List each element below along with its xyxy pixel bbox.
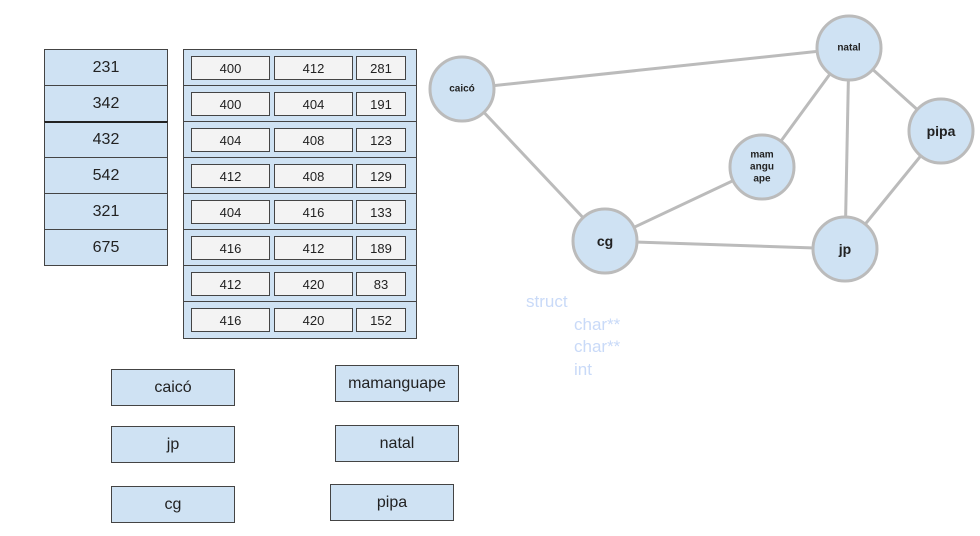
edge-cell: 416 (274, 200, 353, 224)
edge-row: 400 404 191 (184, 86, 416, 122)
graph-node-pipa: pipa (907, 97, 975, 165)
graph-edge-natal-jp (843, 47, 851, 250)
graph-node-label: jp (838, 241, 851, 257)
name-label: mamanguape (348, 374, 446, 392)
graph-node-natal: natal (815, 14, 883, 82)
edge-cell: 408 (274, 128, 353, 152)
graph-edge-caico-cg (460, 87, 607, 243)
edge-row: 404 416 133 (184, 194, 416, 230)
edge-row: 412 420 83 (184, 266, 416, 302)
edge-cell: 420 (274, 272, 353, 296)
edge-cell: 83 (356, 272, 406, 296)
graph-edges (460, 46, 943, 251)
name-label: jp (166, 435, 180, 453)
graph-node-label: mam (750, 150, 773, 161)
edge-cell: 412 (274, 56, 353, 80)
edge-cell: 404 (274, 92, 353, 116)
struct-field: char** (574, 315, 621, 334)
graph-node-label: caicó (449, 84, 475, 95)
struct-keyword: struct (526, 292, 568, 311)
value-box: 321 (44, 193, 168, 230)
graph-node-mamanguape: mamanguape (728, 133, 796, 201)
edge-cell: 133 (356, 200, 406, 224)
edge-row: 412 408 129 (184, 158, 416, 194)
graph-node-label: ape (753, 174, 771, 185)
value-label: 675 (92, 238, 120, 256)
graph-node-circle (571, 207, 639, 275)
name-box-caico: caicó (111, 369, 235, 406)
value-box: 432 (44, 121, 168, 158)
value-box: 675 (44, 229, 168, 266)
graph-node-label: cg (597, 233, 613, 249)
name-label: cg (164, 495, 182, 513)
edge-cell: 400 (191, 56, 270, 80)
edge-cell: 400 (191, 92, 270, 116)
edge-cell: 412 (191, 164, 270, 188)
value-label: 231 (92, 58, 120, 76)
edge-cell: 412 (191, 272, 270, 296)
name-box-jp: jp (111, 426, 235, 463)
edge-cell: 191 (356, 92, 406, 116)
graph-edge-caico-natal (461, 46, 850, 91)
graph-node-caico: caicó (428, 55, 496, 123)
graph-node-circle (428, 55, 496, 123)
edge-cell: 416 (191, 236, 270, 260)
graph-node-circle (728, 133, 796, 201)
name-box-pipa: pipa (330, 484, 454, 521)
struct-field: char** (574, 337, 621, 356)
graph-nodes: caicó natal mamanguape pipa cg jp (428, 14, 975, 283)
graph-node-circle (811, 215, 879, 283)
edge-cell: 420 (274, 308, 353, 332)
graph-node-label: natal (837, 43, 861, 54)
name-label: natal (379, 434, 415, 452)
value-box: 231 (44, 49, 168, 86)
graph-node-circle (907, 97, 975, 165)
value-label: 342 (92, 94, 120, 112)
edge-row: 416 412 189 (184, 230, 416, 266)
edge-row: 416 420 152 (184, 302, 416, 338)
struct-field: int (574, 360, 592, 379)
name-box-mamanguape: mamanguape (335, 365, 459, 402)
edge-cell: 129 (356, 164, 406, 188)
value-label: 321 (92, 202, 120, 220)
edge-cell: 404 (191, 128, 270, 152)
graph-node-label: angu (750, 162, 774, 173)
edge-cell: 189 (356, 236, 406, 260)
name-label: pipa (376, 493, 408, 511)
value-label: 542 (92, 166, 120, 184)
edge-cell: 281 (356, 56, 406, 80)
graph-node-circle (815, 14, 883, 82)
edge-cell: 416 (191, 308, 270, 332)
edge-cell: 123 (356, 128, 406, 152)
edge-table: 400 412 281 400 404 191 404 408 123 412 … (183, 49, 417, 339)
graph-node-cg: cg (571, 207, 639, 275)
name-box-cg: cg (111, 486, 235, 523)
graph-edge-cg-jp (604, 239, 846, 251)
edge-cell: 152 (356, 308, 406, 332)
graph-node-jp: jp (811, 215, 879, 283)
edge-cell: 404 (191, 200, 270, 224)
name-label: caicó (154, 378, 192, 396)
edge-row: 400 412 281 (184, 50, 416, 86)
edge-row: 404 408 123 (184, 122, 416, 158)
name-box-natal: natal (335, 425, 459, 462)
value-label: 432 (92, 131, 120, 148)
edge-cell: 412 (274, 236, 353, 260)
edge-cell: 408 (274, 164, 353, 188)
graph-node-label: pipa (927, 123, 956, 139)
